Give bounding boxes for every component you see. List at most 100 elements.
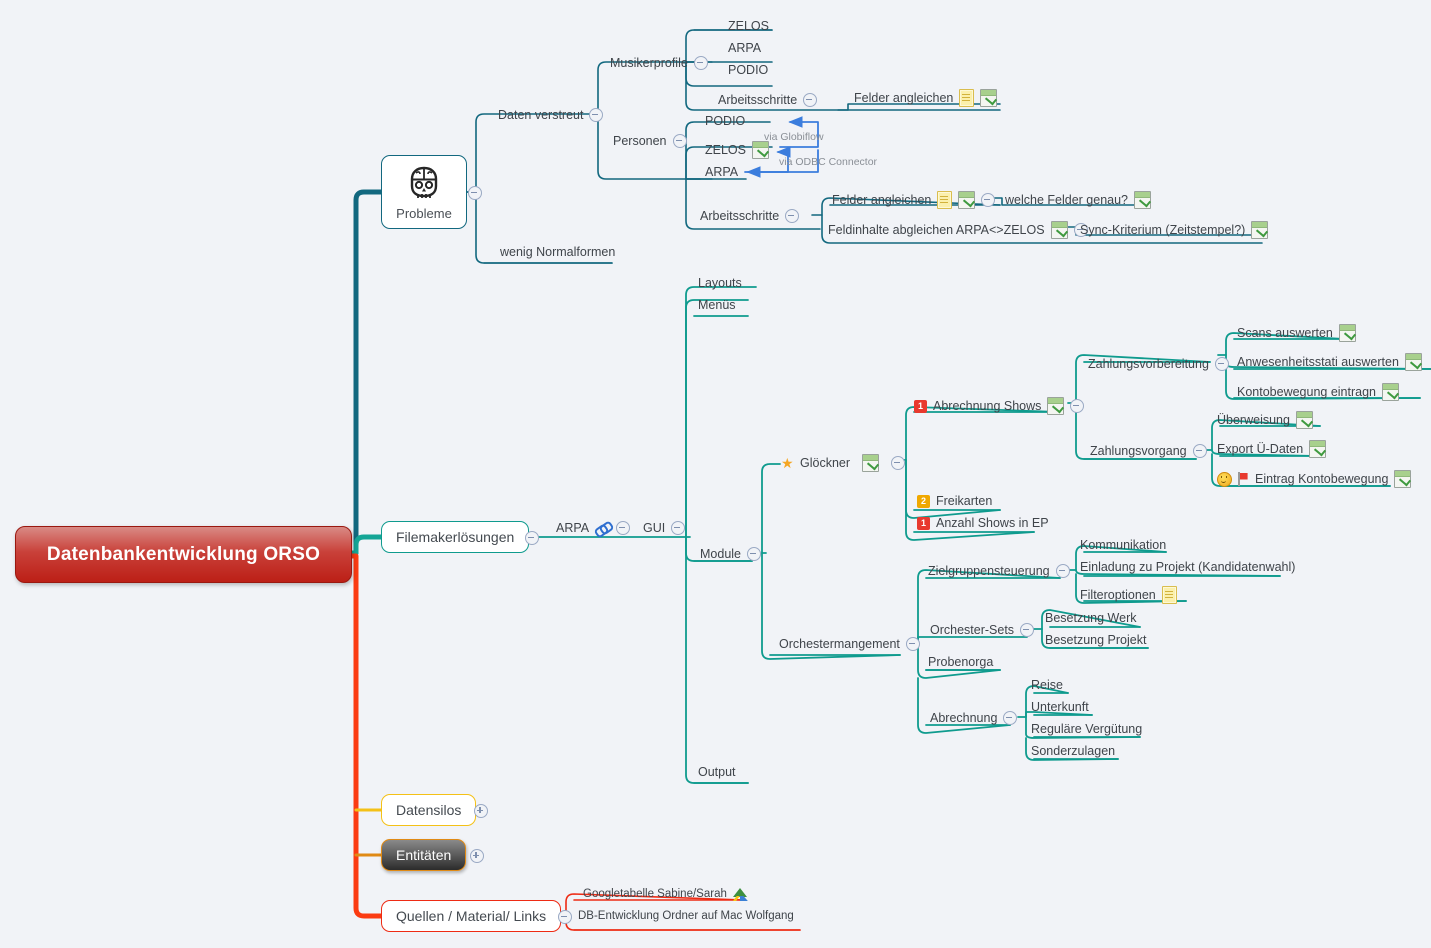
- branch-quellen[interactable]: Quellen / Material/ Links: [381, 900, 562, 932]
- flag-icon[interactable]: [1238, 472, 1249, 486]
- node-anwesenheitsstati[interactable]: Anwesenheitsstati auswerten: [1237, 353, 1422, 371]
- node-eintrag-kontobewegung[interactable]: Eintrag Kontobewegung: [1217, 470, 1412, 488]
- toggle-zahlungsvorgang[interactable]: [1192, 444, 1207, 458]
- node-besetzung-werk[interactable]: Besetzung Werk: [1045, 612, 1136, 625]
- node-sonderzulagen[interactable]: Sonderzulagen: [1031, 745, 1115, 758]
- node-musiker-arbeitsschritte[interactable]: Arbeitsschritte: [718, 93, 818, 107]
- toggle-zielgruppensteuerung[interactable]: [1055, 564, 1070, 578]
- toggle-entitaeten[interactable]: [470, 849, 484, 863]
- node-zahlungsvorgang[interactable]: Zahlungsvorgang: [1090, 444, 1207, 458]
- task-icon[interactable]: [1394, 470, 1412, 488]
- task-icon[interactable]: [862, 454, 880, 472]
- toggle-filemaker[interactable]: [525, 531, 539, 545]
- toggle-arpa[interactable]: [616, 521, 631, 535]
- node-felder-angleichen-musiker[interactable]: Felder angleichen: [854, 89, 998, 107]
- node-db-entwicklung-ordner[interactable]: DB-Entwicklung Ordner auf Mac Wolfgang: [578, 910, 794, 923]
- toggle-orchester-sets[interactable]: [1020, 623, 1035, 637]
- node-personen-arbeitsschritte[interactable]: Arbeitsschritte: [700, 209, 800, 223]
- toggle-daten-verstreut[interactable]: [589, 108, 604, 122]
- toggle-musiker-arbeitsschritte[interactable]: [803, 93, 818, 107]
- toggle-module[interactable]: [747, 547, 761, 561]
- node-orchester-sets[interactable]: Orchester-Sets: [930, 623, 1035, 637]
- node-menues[interactable]: Menüs: [698, 299, 736, 312]
- node-kommunikation[interactable]: Kommunikation: [1080, 539, 1166, 552]
- node-musikerprofile[interactable]: Musikerprofile: [610, 56, 708, 70]
- branch-filemakerloesungen[interactable]: Filemakerlösungen: [381, 521, 530, 553]
- node-gloeckner[interactable]: ★ Glöckner: [781, 454, 906, 472]
- node-einladung-projekt[interactable]: Einladung zu Projekt (Kandidatenwahl): [1080, 561, 1295, 574]
- toggle-gloeckner[interactable]: [891, 456, 906, 470]
- toggle-gui[interactable]: [671, 521, 686, 535]
- node-kontobewegung-eintragn[interactable]: Kontobewegung eintragn: [1237, 383, 1400, 401]
- toggle-musikerprofile[interactable]: [693, 56, 708, 70]
- toggle-quellen[interactable]: [558, 910, 572, 924]
- node-personen-arpa[interactable]: ARPA: [705, 166, 738, 179]
- node-unterkunft[interactable]: Unterkunft: [1031, 701, 1089, 714]
- note-icon[interactable]: [937, 191, 953, 209]
- task-icon[interactable]: [1295, 411, 1313, 429]
- node-musiker-zelos[interactable]: ZELOS: [728, 20, 769, 33]
- node-filteroptionen[interactable]: Filteroptionen: [1080, 586, 1177, 604]
- node-gui[interactable]: GUI: [643, 521, 686, 535]
- toggle-feldinhalte[interactable]: [1073, 223, 1088, 237]
- node-regulaere-verguetung[interactable]: Reguläre Vergütung: [1031, 723, 1142, 736]
- task-icon[interactable]: [1050, 221, 1068, 239]
- branch-entitaeten[interactable]: Entitäten: [381, 839, 467, 871]
- node-feldinhalte-abgleichen[interactable]: Feldinhalte abgleichen ARPA<>ZELOS: [828, 221, 1088, 239]
- task-icon[interactable]: [1404, 353, 1422, 371]
- node-ueberweisung[interactable]: Überweisung: [1217, 411, 1313, 429]
- node-probenorga[interactable]: Probenorga: [928, 656, 993, 669]
- toggle-zahlungsvorbereitung[interactable]: [1214, 357, 1229, 371]
- node-output[interactable]: Output: [698, 766, 736, 779]
- task-icon[interactable]: [1251, 221, 1269, 239]
- node-felder-angleichen-personen[interactable]: Felder angleichen: [832, 191, 996, 209]
- google-drive-icon[interactable]: [732, 888, 748, 902]
- node-anzahl-shows-ep[interactable]: 1 Anzahl Shows in EP: [917, 517, 1049, 530]
- toggle-datensilos[interactable]: [474, 804, 488, 818]
- node-personen-zelos[interactable]: ZELOS: [705, 141, 769, 159]
- task-icon[interactable]: [1134, 191, 1151, 209]
- toggle-felder-angleichen-personen[interactable]: [981, 193, 996, 207]
- node-googletabelle[interactable]: Googletabelle Sabine/Sarah: [583, 888, 748, 902]
- note-icon[interactable]: [959, 89, 975, 107]
- root-node[interactable]: Datenbankentwicklung ORSO: [15, 526, 352, 583]
- branch-datensilos[interactable]: Datensilos: [381, 794, 477, 826]
- node-zielgruppensteuerung[interactable]: Zielgruppensteuerung: [928, 564, 1070, 578]
- node-besetzung-projekt[interactable]: Besetzung Projekt: [1045, 634, 1146, 647]
- node-sync-kriterium[interactable]: Sync-Kriterium (Zeitstempel?): [1080, 221, 1269, 239]
- node-welche-felder-genau[interactable]: welche Felder genau?: [1005, 191, 1151, 209]
- node-layouts[interactable]: Layouts: [698, 277, 742, 290]
- node-reise[interactable]: Reise: [1031, 679, 1063, 692]
- smiley-icon[interactable]: [1217, 471, 1232, 487]
- toggle-probleme[interactable]: [468, 186, 482, 200]
- node-freikarten[interactable]: 2 Freikarten: [917, 495, 992, 508]
- node-orchestermangement[interactable]: Orchestermangement: [779, 637, 920, 651]
- node-daten-verstreut[interactable]: Daten verstreut: [498, 108, 604, 122]
- node-musiker-podio[interactable]: PODIO: [728, 64, 768, 77]
- toggle-abrechnung[interactable]: [1003, 711, 1018, 725]
- node-module[interactable]: Module: [700, 547, 761, 561]
- node-abrechnung[interactable]: Abrechnung: [930, 711, 1018, 725]
- branch-probleme[interactable]: Probleme: [381, 155, 467, 229]
- task-icon[interactable]: [958, 191, 976, 209]
- task-icon[interactable]: [1382, 383, 1400, 401]
- link-icon[interactable]: [595, 522, 610, 535]
- task-icon[interactable]: [1047, 397, 1065, 415]
- node-export-ue-daten[interactable]: Export Ü-Daten: [1217, 440, 1327, 458]
- toggle-personen[interactable]: [672, 134, 687, 148]
- node-arpa-link[interactable]: ARPA: [556, 521, 631, 535]
- toggle-abrechnung-shows[interactable]: [1070, 399, 1085, 413]
- node-personen[interactable]: Personen: [613, 134, 687, 148]
- node-zahlungsvorbereitung[interactable]: Zahlungsvorbereitung: [1088, 357, 1229, 371]
- star-icon[interactable]: ★: [781, 454, 794, 471]
- node-abrechnung-shows[interactable]: 1 Abrechnung Shows: [914, 397, 1085, 415]
- task-icon[interactable]: [980, 89, 998, 107]
- node-personen-podio[interactable]: PODIO: [705, 115, 745, 128]
- toggle-orchestermangement[interactable]: [905, 637, 920, 651]
- note-icon[interactable]: [1161, 586, 1177, 604]
- task-icon[interactable]: [1309, 440, 1327, 458]
- task-icon[interactable]: [752, 141, 769, 159]
- task-icon[interactable]: [1338, 324, 1356, 342]
- toggle-personen-arbeitsschritte[interactable]: [785, 209, 800, 223]
- node-scans-auswerten[interactable]: Scans auswerten: [1237, 324, 1356, 342]
